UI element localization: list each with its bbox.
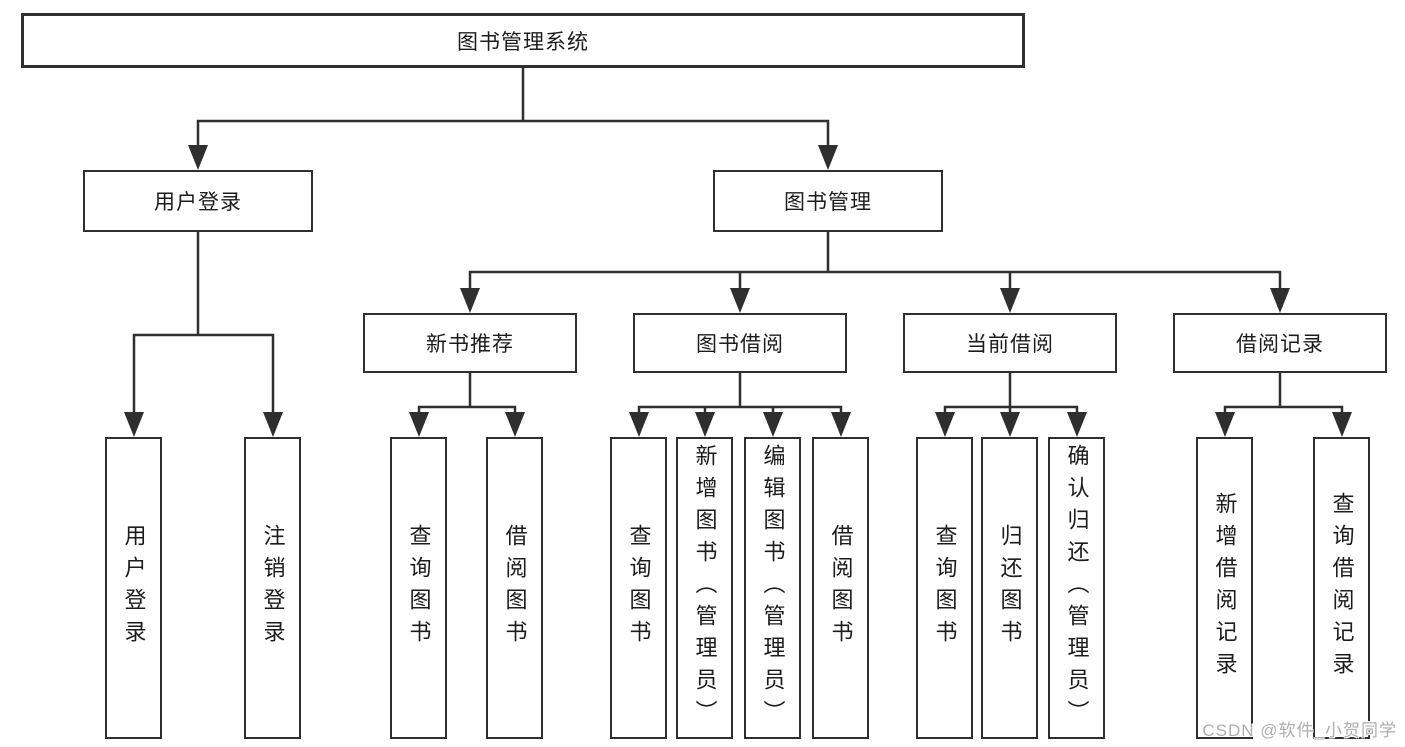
node-book-borrow: 图书借阅: [633, 313, 847, 373]
arrowhead: [695, 412, 715, 437]
arrowhead: [1067, 412, 1087, 437]
leaf-user-login-label: 用户登录: [121, 524, 147, 652]
node-new-book-recommend: 新书推荐: [363, 313, 577, 373]
leaf-borrow-books: 借阅图书: [812, 437, 869, 739]
arrowhead: [831, 412, 851, 437]
leaf-logout-label: 注销登录: [260, 524, 286, 652]
node-current-borrow-label: 当前借阅: [966, 333, 1054, 356]
leaf-confirm-return-admin: 确认归还（管理员）: [1048, 437, 1105, 739]
leaf-confirm-return-admin-label: 确认归还（管理员）: [1064, 444, 1090, 732]
arrowhead: [460, 288, 480, 313]
leaf-logout: 注销登录: [244, 437, 301, 739]
node-user-login: 用户登录: [83, 170, 313, 232]
arrowhead: [818, 145, 838, 170]
leaf-return-books: 归还图书: [981, 437, 1038, 739]
leaf-query-borrow-record-label: 查询借阅记录: [1329, 492, 1355, 684]
arrowhead: [263, 412, 283, 437]
watermark: CSDN @软件_小贺同学: [1202, 721, 1397, 740]
node-root-label: 图书管理系统: [457, 30, 589, 54]
arrowhead: [1000, 412, 1020, 437]
leaf-query-books-recommend: 查询图书: [390, 437, 447, 739]
leaf-add-borrow-record: 新增借阅记录: [1196, 437, 1253, 739]
leaf-user-login: 用户登录: [105, 437, 162, 739]
node-book-management: 图书管理: [713, 170, 943, 232]
node-current-borrow: 当前借阅: [903, 313, 1117, 373]
leaf-add-book-admin: 新增图书（管理员）: [676, 437, 733, 739]
node-root: 图书管理系统: [21, 13, 1025, 68]
leaf-borrow-books-label: 借阅图书: [828, 524, 854, 652]
node-new-book-recommend-label: 新书推荐: [426, 333, 514, 356]
arrowhead: [935, 412, 955, 437]
arrowhead: [1270, 288, 1290, 313]
arrowhead: [409, 412, 429, 437]
leaf-query-books-current-label: 查询图书: [932, 524, 958, 652]
node-book-management-label: 图书管理: [784, 191, 872, 214]
leaf-add-borrow-record-label: 新增借阅记录: [1212, 492, 1238, 684]
leaf-query-borrow-record: 查询借阅记录: [1313, 437, 1370, 739]
leaf-query-books-borrow-label: 查询图书: [626, 524, 652, 652]
arrowhead: [1000, 288, 1020, 313]
connector-lines: [132, 66, 1344, 418]
arrowhead: [1332, 412, 1352, 437]
leaf-add-book-admin-label: 新增图书（管理员）: [692, 444, 718, 732]
arrowhead: [730, 288, 750, 313]
node-user-login-label: 用户登录: [154, 191, 242, 214]
arrowhead: [188, 145, 208, 170]
leaf-borrow-books-recommend-label: 借阅图书: [502, 524, 528, 652]
node-borrow-records-label: 借阅记录: [1236, 333, 1324, 356]
leaf-borrow-books-recommend: 借阅图书: [486, 437, 543, 739]
leaf-query-books-current: 查询图书: [916, 437, 973, 739]
leaf-query-books-recommend-label: 查询图书: [406, 524, 432, 652]
arrowhead: [763, 412, 783, 437]
leaf-query-books-borrow: 查询图书: [610, 437, 667, 739]
arrowhead: [1215, 412, 1235, 437]
arrowhead: [629, 412, 649, 437]
arrowheads: [124, 145, 1352, 437]
arrowhead: [124, 412, 144, 437]
leaf-edit-book-admin: 编辑图书（管理员）: [744, 437, 801, 739]
node-borrow-records: 借阅记录: [1173, 313, 1387, 373]
node-book-borrow-label: 图书借阅: [696, 333, 784, 356]
leaf-edit-book-admin-label: 编辑图书（管理员）: [760, 444, 786, 732]
arrowhead: [505, 412, 525, 437]
leaf-return-books-label: 归还图书: [997, 524, 1023, 652]
